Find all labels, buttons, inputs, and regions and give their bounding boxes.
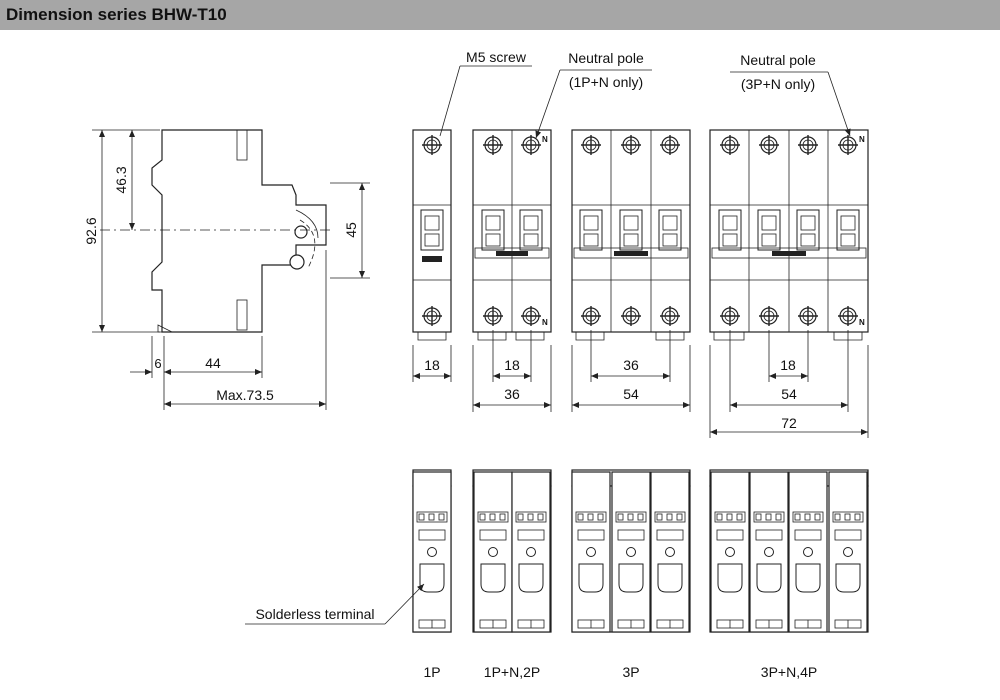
dim-4p-total: 72	[781, 415, 797, 431]
dim-depth-44: 44	[205, 355, 221, 371]
dim-height-total: 92.6	[83, 217, 99, 244]
front-views	[412, 65, 869, 438]
dim-1p-width: 18	[424, 357, 440, 373]
dim-depth-small: 6	[154, 356, 161, 371]
dim-2p-pitch: 18	[504, 357, 520, 373]
callout-m5-screw: M5 screw	[466, 49, 527, 65]
caption-1p: 1P	[423, 664, 440, 680]
neutral-mark-4p-top: N	[859, 135, 865, 144]
dim-3p-pitch: 36	[623, 357, 639, 373]
callout-neutral-1p-line1: Neutral pole	[568, 50, 644, 66]
caption-4p: 3P+N,4P	[761, 664, 817, 680]
dim-4p-mid: 54	[781, 386, 797, 402]
dim-height-upper: 46.3	[113, 166, 129, 193]
dim-4p-pitch: 18	[780, 357, 796, 373]
neutral-mark-2p-top: N	[542, 135, 548, 144]
page-title: Dimension series BHW-T10	[6, 5, 227, 24]
neutral-mark-2p-bottom: N	[542, 318, 548, 327]
neutral-mark-4p-bottom: N	[859, 318, 865, 327]
callout-solderless-terminal: Solderless terminal	[255, 606, 374, 622]
caption-2p: 1P+N,2P	[484, 664, 540, 680]
dim-height-mid: 45	[343, 222, 359, 238]
caption-3p: 3P	[622, 664, 639, 680]
dim-3p-total: 54	[623, 386, 639, 402]
top-views	[245, 469, 869, 633]
dim-depth-max: Max.73.5	[216, 387, 274, 403]
callout-neutral-3p-line1: Neutral pole	[740, 52, 816, 68]
callout-neutral-1p-line2: (1P+N only)	[569, 74, 643, 90]
callout-neutral-3p-line2: (3P+N only)	[741, 76, 815, 92]
dim-2p-total: 36	[504, 386, 520, 402]
header-bar: Dimension series BHW-T10	[0, 0, 1000, 30]
side-view	[92, 129, 370, 410]
